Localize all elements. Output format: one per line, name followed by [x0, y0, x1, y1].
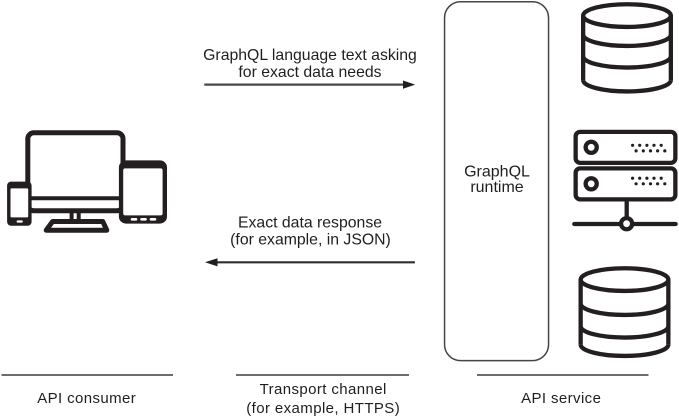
svg-text:API service: API service: [521, 390, 601, 407]
svg-text:for exact data needs: for exact data needs: [238, 64, 381, 81]
svg-text:(for example, HTTPS): (for example, HTTPS): [246, 400, 400, 417]
svg-text:GraphQL language text asking: GraphQL language text asking: [203, 47, 417, 64]
svg-text:(for example, in JSON): (for example, in JSON): [230, 231, 391, 248]
svg-text:GraphQL: GraphQL: [464, 164, 530, 181]
svg-text:Exact data response: Exact data response: [238, 215, 382, 232]
svg-text:runtime: runtime: [470, 179, 523, 196]
svg-text:Transport channel: Transport channel: [260, 381, 387, 398]
svg-text:API consumer: API consumer: [37, 390, 136, 407]
